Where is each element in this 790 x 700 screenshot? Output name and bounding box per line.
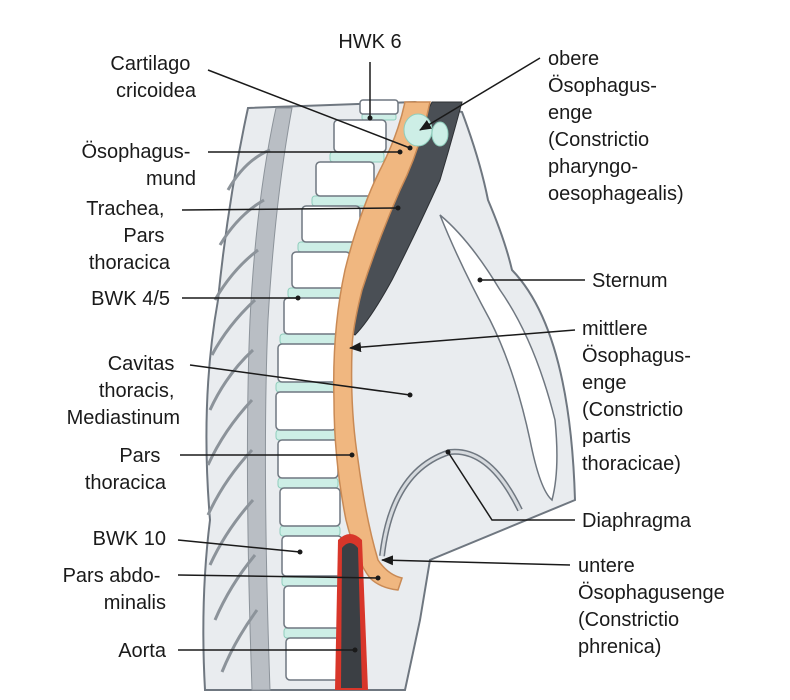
label-obere-oesophagusenge: obere Ösophagus- enge (Constrictio phary… <box>548 48 684 205</box>
label-bwk-10: BWK 10 <box>93 528 166 550</box>
spinal-canal <box>246 107 293 691</box>
label-bwk-4-5: BWK 4/5 <box>91 288 170 310</box>
label-diaphragma: Diaphragma <box>582 510 692 532</box>
spine <box>206 99 399 691</box>
label-cartilago-cricoidea: Cartilago cricoidea <box>110 53 196 102</box>
label-hwk6: HWK 6 <box>338 31 401 53</box>
label-trachea-pars-thoracica: Trachea, Pars thoracica <box>86 198 171 274</box>
leader-lines-right <box>349 57 585 566</box>
cricoid-cartilage <box>403 113 433 147</box>
label-untere-oesophagusenge: untere Ösophagusenge (Constrictio phreni… <box>578 555 730 658</box>
label-aorta: Aorta <box>118 640 167 662</box>
sternum <box>439 214 558 502</box>
oesophagus <box>333 101 431 591</box>
label-oesophagusmund: Ösophagus- mund <box>81 141 196 190</box>
leader-dots <box>295 115 483 653</box>
label-mittlere-oesophagusenge: mittlere Ösophagus- enge (Constrictio pa… <box>582 318 697 475</box>
label-cavitas-thoracis: Cavitas thoracis, Mediastinum <box>67 353 180 429</box>
leader-lines-left <box>177 62 411 651</box>
label-pars-abdominalis: Pars abdo- minalis <box>63 565 166 614</box>
label-sternum: Sternum <box>592 270 668 292</box>
thyroid-cartilage <box>431 121 449 147</box>
label-pars-thoracica: Pars thoracica <box>85 445 167 494</box>
